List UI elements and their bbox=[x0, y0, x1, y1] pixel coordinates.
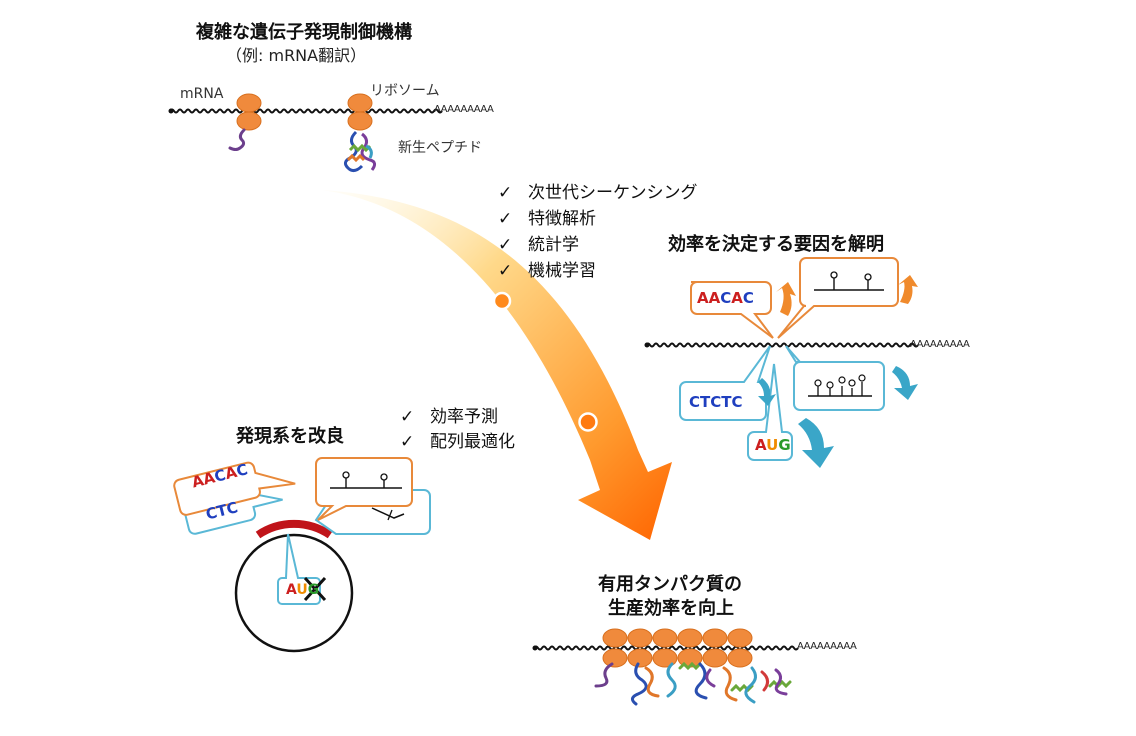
polysome-ribosome-4 bbox=[677, 628, 703, 648]
polysome-ribosome-1 bbox=[602, 628, 628, 648]
ribosome-2 bbox=[347, 93, 373, 131]
top-subtitle: （例: mRNA翻訳） bbox=[226, 46, 367, 65]
polysome-ribosome-2 bbox=[627, 628, 653, 648]
top-title: 複雑な遺伝子発現制御機構 bbox=[196, 22, 412, 43]
arrow-node-2 bbox=[578, 412, 598, 432]
polysome-ribosome-6 bbox=[727, 628, 753, 648]
polysome-ribosome-1 bbox=[602, 648, 628, 668]
factors-title: 効率を決定する要因を解明 bbox=[668, 234, 884, 255]
polysome-ribosome-3 bbox=[652, 628, 678, 648]
checklist-item-ml: ✓機械学習 bbox=[498, 261, 596, 281]
increase-arrow-2 bbox=[898, 275, 918, 304]
seq-aug: AUG bbox=[755, 436, 791, 454]
nascent-peptide-icon bbox=[343, 130, 377, 173]
callout-aug-plasmid bbox=[277, 533, 321, 605]
callout-stemloop-down bbox=[785, 345, 885, 411]
callout-stemloop-up bbox=[777, 257, 899, 339]
result-polya-tail: AAAAAAAAA bbox=[797, 641, 857, 652]
checklist-item-optimize: ✓配列最適化 bbox=[400, 432, 515, 452]
increase-arrow-1 bbox=[776, 282, 796, 316]
decrease-arrow-1 bbox=[758, 378, 776, 406]
seq-aacac: AACAC bbox=[697, 289, 754, 307]
callout-aacac-plasmid bbox=[173, 461, 296, 516]
top-mrna-illustration bbox=[168, 93, 443, 173]
polysome-ribosomes bbox=[602, 628, 753, 668]
polysome-ribosome-3 bbox=[652, 648, 678, 668]
callout-aug bbox=[747, 363, 793, 461]
top-polya-tail: AAAAAAAAA bbox=[434, 104, 494, 115]
checklist-item-feature: ✓特徴解析 bbox=[498, 209, 596, 229]
polysome-peptides bbox=[594, 661, 792, 706]
factors-polya-tail: AAAAAAAAA bbox=[910, 339, 970, 350]
polysome-ribosome-5 bbox=[702, 628, 728, 648]
label-ribosome: リボソーム bbox=[370, 83, 440, 99]
polysome-ribosome-2 bbox=[627, 648, 653, 668]
polysome-ribosome-6 bbox=[727, 648, 753, 668]
factor-mrna-illustration bbox=[644, 257, 919, 468]
decrease-arrow-2 bbox=[892, 366, 918, 400]
result-title-line2: 生産効率を向上 bbox=[608, 598, 734, 619]
label-nascent-peptide: 新生ペプチド bbox=[398, 140, 482, 156]
polysome-ribosome-5 bbox=[702, 648, 728, 668]
callout-stemloop-plasmid-front bbox=[315, 457, 413, 521]
decrease-arrow-3 bbox=[798, 418, 834, 468]
seq-aug-plasmid: AUG bbox=[286, 582, 320, 598]
improve-title: 発現系を改良 bbox=[236, 426, 344, 447]
checklist-item-stats: ✓統計学 bbox=[498, 235, 579, 255]
polysome-illustration bbox=[532, 628, 799, 706]
label-mrna: mRNA bbox=[180, 86, 224, 102]
callout-aacac bbox=[690, 281, 774, 339]
ribosome-1 bbox=[228, 93, 262, 151]
arrow-node-1 bbox=[492, 291, 512, 311]
plasmid-illustration bbox=[173, 457, 431, 653]
result-title-line1: 有用タンパク質の bbox=[598, 574, 742, 595]
checklist-item-predict: ✓効率予測 bbox=[400, 407, 498, 427]
workflow-arrow bbox=[322, 190, 672, 540]
seq-ctctc: CTCTC bbox=[689, 393, 743, 411]
checklist-item-ngs: ✓次世代シーケンシング bbox=[498, 183, 698, 203]
plasmid-marker bbox=[255, 519, 333, 539]
cross-mark-icon bbox=[303, 576, 327, 602]
